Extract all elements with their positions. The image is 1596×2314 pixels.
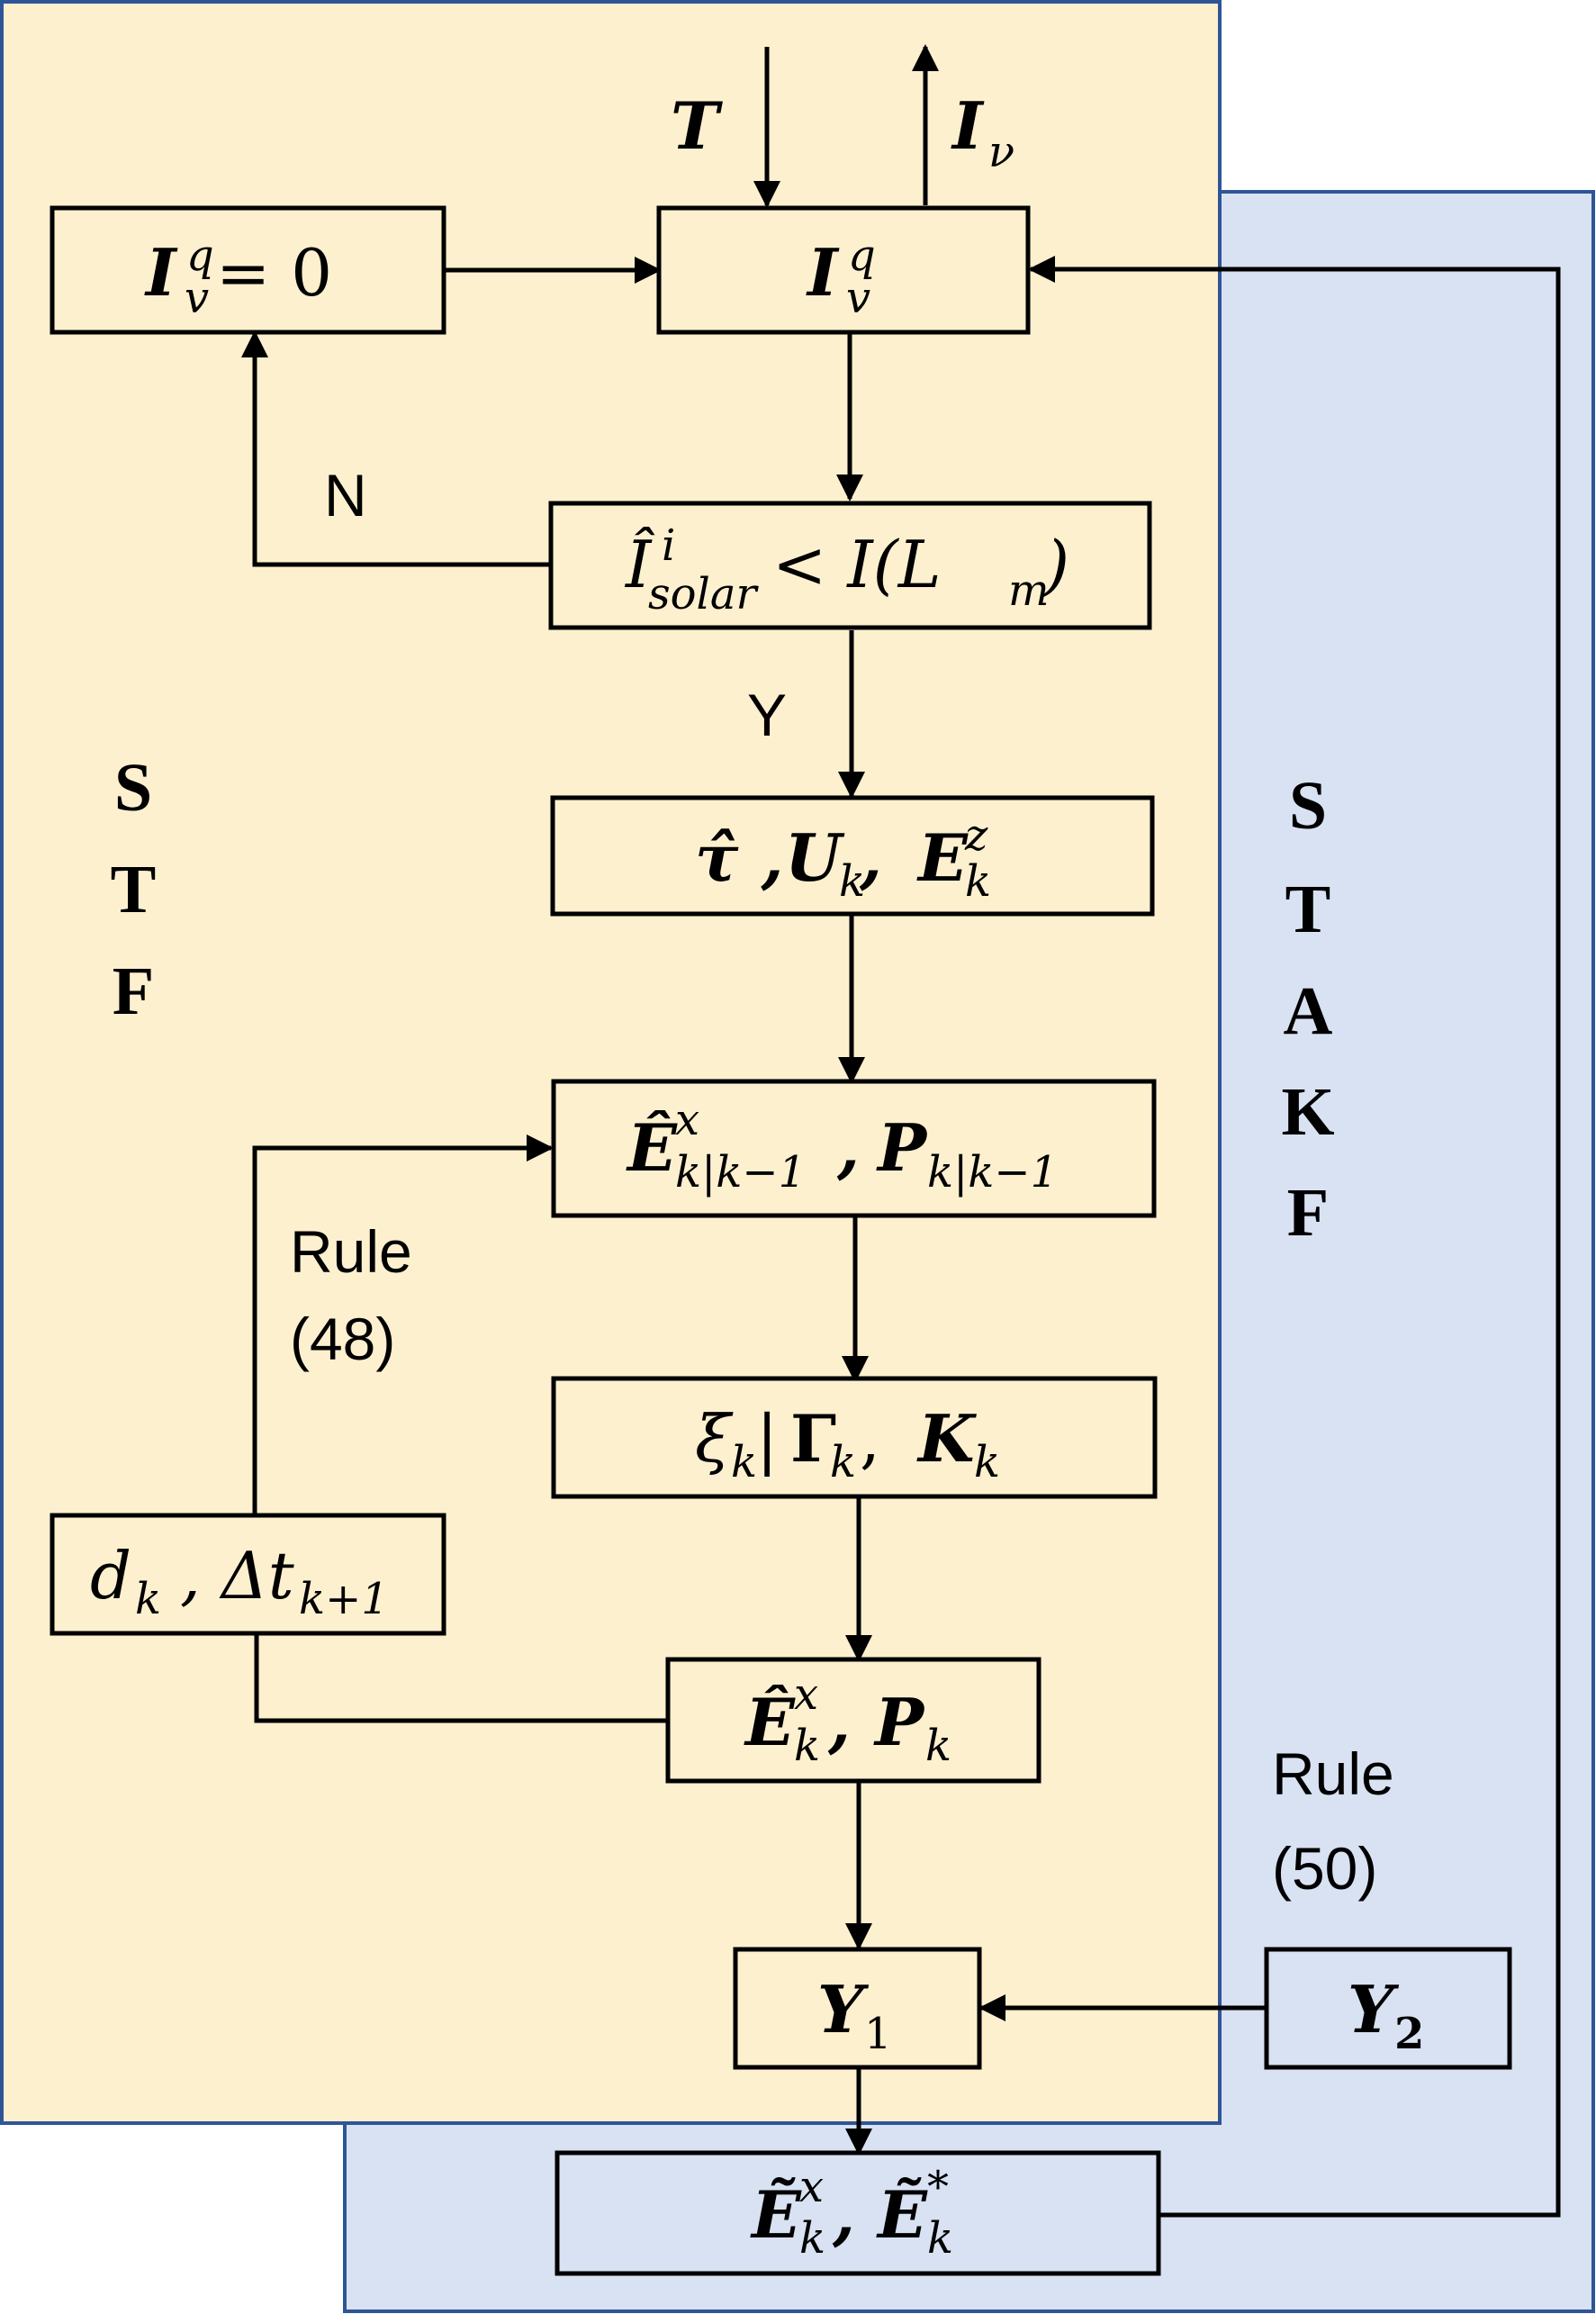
- svg-text:P: P: [876, 1109, 928, 1186]
- stakf-title-k: K: [1281, 1074, 1334, 1150]
- stf-title-s: S: [114, 750, 152, 826]
- svg-text:K: K: [916, 1400, 977, 1477]
- output-Iv-label: I ν: [951, 87, 1014, 177]
- svg-text:v: v: [846, 273, 870, 323]
- node-update: Ê x k , P k: [665, 1657, 1041, 1784]
- svg-text:ν: ν: [988, 127, 1014, 177]
- svg-text:i: i: [662, 520, 675, 571]
- svg-text:U: U: [785, 819, 845, 896]
- svg-text:m: m: [1008, 565, 1050, 616]
- label-rule48-b: (48): [290, 1306, 395, 1372]
- svg-text:,: ,: [860, 1401, 880, 1477]
- svg-text:solar: solar: [648, 569, 760, 619]
- node-y1: Y 1: [733, 1947, 982, 2070]
- svg-text:): ): [1042, 527, 1069, 602]
- svg-text:q: q: [186, 230, 214, 281]
- svg-text:= 0: = 0: [216, 235, 332, 311]
- stakf-title-s: S: [1289, 768, 1327, 844]
- node-prediction: Ê x k|k−1 , P k|k−1: [551, 1079, 1157, 1218]
- svg-text:x: x: [675, 1095, 699, 1145]
- svg-text:ξ: ξ: [695, 1401, 734, 1477]
- svg-text:I: I: [806, 234, 840, 311]
- svg-text:k: k: [927, 2213, 953, 2264]
- svg-text:,: ,: [832, 2176, 855, 2253]
- svg-text:2: 2: [1394, 2009, 1424, 2059]
- node-dk-dt: d k , Δt k+1: [50, 1513, 446, 1636]
- svg-text:,: ,: [836, 1109, 860, 1186]
- svg-text:k: k: [794, 1721, 820, 1771]
- svg-text:P: P: [873, 1684, 925, 1760]
- svg-text:q: q: [848, 230, 876, 281]
- stakf-title-t: T: [1285, 872, 1331, 947]
- svg-text:k: k: [799, 2213, 825, 2264]
- svg-text:*: *: [927, 2162, 949, 2212]
- svg-text:E: E: [916, 819, 969, 896]
- svg-text:, Δt: , Δt: [180, 1538, 295, 1613]
- svg-text:k: k: [974, 1437, 1000, 1487]
- svg-text:I: I: [951, 87, 985, 164]
- stf-title-f: F: [113, 954, 154, 1029]
- svg-text:,: ,: [827, 1684, 851, 1760]
- svg-text:Î: Î: [624, 526, 655, 602]
- label-rule50-a: Rule: [1272, 1740, 1394, 1807]
- stf-title-t: T: [111, 852, 157, 927]
- label-rule50-b: (50): [1272, 1835, 1377, 1902]
- stakf-title-a: A: [1284, 973, 1333, 1049]
- svg-text:x: x: [799, 2162, 824, 2212]
- node-xi-gamma-k: ξ k | Γ k , K k: [551, 1376, 1158, 1499]
- svg-text:k: k: [839, 856, 865, 907]
- svg-text:Ê: Ê: [744, 1684, 796, 1760]
- svg-text:k|k−1: k|k−1: [927, 1147, 1058, 1198]
- svg-text:k: k: [830, 1437, 856, 1487]
- input-T-label: T: [671, 87, 723, 164]
- svg-text:k: k: [731, 1437, 757, 1487]
- svg-text:Ẽ: Ẽ: [750, 2176, 802, 2253]
- node-y2: Y 2: [1264, 1947, 1512, 2070]
- node-init-zero: I q v = 0: [50, 205, 446, 335]
- label-rule48-a: Rule: [290, 1218, 412, 1285]
- svg-text:k+1: k+1: [299, 1574, 389, 1624]
- svg-text:d: d: [90, 1538, 131, 1613]
- svg-text:1: 1: [864, 2009, 892, 2059]
- node-iq: I q v: [656, 205, 1031, 335]
- connectors: [241, 44, 1561, 2218]
- label-yes: Y: [747, 682, 787, 748]
- svg-text:τ̂ ,: τ̂ ,: [695, 819, 784, 896]
- svg-text:Γ: Γ: [790, 1400, 836, 1477]
- stakf-title-f: F: [1287, 1175, 1329, 1251]
- svg-text:v: v: [185, 273, 209, 323]
- svg-text:x: x: [794, 1669, 818, 1720]
- svg-text:,: ,: [859, 819, 882, 896]
- svg-text:k: k: [135, 1574, 161, 1624]
- svg-text:< I(L: < I(L: [772, 527, 942, 602]
- svg-text:z: z: [964, 810, 988, 861]
- svg-text:k: k: [965, 856, 991, 907]
- svg-text:Y: Y: [1348, 1971, 1400, 2047]
- svg-text:I: I: [144, 234, 178, 311]
- svg-text:Y: Y: [817, 1971, 870, 2047]
- node-decision-solar: Î i solar < I(L m ): [548, 501, 1152, 630]
- svg-text:|: |: [756, 1401, 778, 1477]
- node-final-estimate: Ẽ x k , Ẽ * k: [555, 2150, 1161, 2276]
- svg-text:Ẽ: Ẽ: [876, 2176, 928, 2253]
- svg-text:k|k−1: k|k−1: [675, 1147, 806, 1198]
- node-tau-u-ez: τ̂ , U k , E z k: [550, 795, 1155, 917]
- svg-text:Ê: Ê: [626, 1109, 678, 1186]
- label-no: N: [324, 462, 367, 529]
- svg-text:k: k: [925, 1721, 951, 1771]
